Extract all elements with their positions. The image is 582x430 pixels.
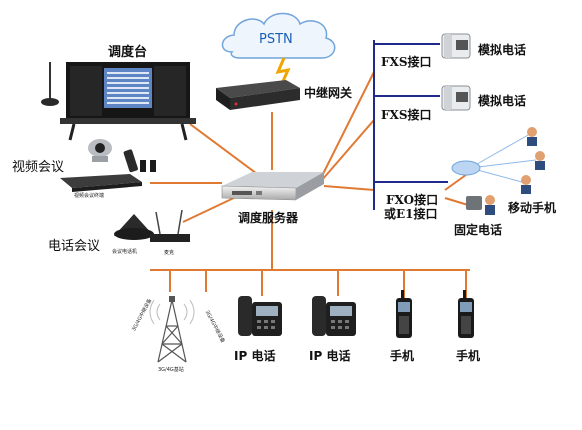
video-conference-icon: [60, 139, 156, 192]
ip-phone-label-1: IP 电话: [234, 349, 276, 363]
dispatch-console-icon: [41, 62, 196, 141]
dispatch-server-icon: [221, 172, 324, 201]
conference-phone-label: 会议电话机: [112, 249, 138, 255]
gooseneck-mic-label: 麦克: [164, 250, 175, 256]
base-station-label: 3G/4G基站: [158, 367, 184, 373]
trunk-gateway-icon: [216, 80, 300, 110]
phone-conference-icon: [114, 209, 190, 242]
fixed-phone-label: 固定电话: [454, 223, 503, 237]
link-server-fxo: [323, 185, 375, 191]
handset-label-2: 手机: [456, 349, 481, 363]
fixed-phone-icon: [466, 195, 495, 215]
dispatch-server-label: 调度服务器: [238, 211, 299, 225]
handset-label-1: 手机: [390, 349, 415, 363]
pstn-label: PSTN: [259, 32, 293, 47]
dispatch-console-label: 调度台: [108, 45, 148, 60]
video-terminal-label: 视频会议终端: [74, 193, 105, 199]
mobile-users-icon: [451, 127, 545, 194]
handset-icon-1: [396, 290, 412, 338]
mobile-phone-label: 移动手机: [508, 201, 557, 215]
analog-phone-label-1: 模拟电话: [478, 43, 527, 57]
link-conf-server: [182, 195, 239, 223]
link-server-fxs2: [321, 119, 375, 181]
e1-interface-label: 或E1接口: [384, 207, 438, 221]
handset-icon-2: [458, 290, 474, 338]
link-fxo-fixed: [444, 197, 469, 206]
fxs-interface-label-1: FXS接口: [381, 55, 432, 69]
ip-phone-icon-1: [238, 296, 282, 336]
phone-conference-label: 电话会议: [48, 239, 101, 254]
right-bus: [373, 40, 448, 210]
fxo-interface-label: FXO接口: [386, 193, 439, 207]
ip-phone-label-2: IP 电话: [309, 349, 351, 363]
fxs-interface-label-2: FXS接口: [381, 108, 432, 122]
pstn-cloud: [221, 12, 336, 89]
analog-phone-icon-2: [441, 85, 471, 111]
base-station-icon: [149, 296, 195, 363]
video-conference-label: 视频会议: [12, 160, 65, 175]
trunk-gateway-label: 中继网关: [304, 86, 353, 100]
analog-phone-label-2: 模拟电话: [478, 94, 527, 108]
analog-phone-icon-1: [441, 33, 471, 59]
link-server-fxs1: [321, 71, 375, 177]
ip-phone-icon-2: [312, 296, 356, 336]
